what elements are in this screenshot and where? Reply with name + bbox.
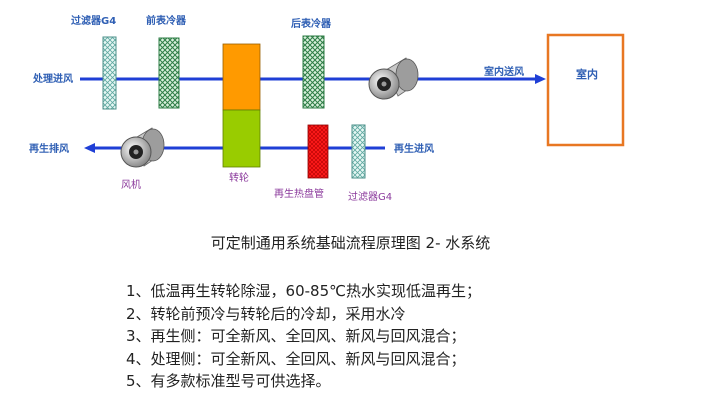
- process-fan-icon: [368, 57, 419, 100]
- regen-fan-icon: [120, 127, 165, 168]
- supply-arrowhead: [535, 74, 546, 84]
- indoor-room-box: [546, 33, 625, 147]
- filter-g4-bottom-label: 过滤器G4: [348, 190, 392, 203]
- wheel-process-section: [222, 43, 261, 111]
- note-item: 4、处理侧：可全新风、全回风、新风与回风混合；: [126, 349, 466, 368]
- supply-air-label: 室内送风: [484, 65, 524, 78]
- precooler-coil: [158, 37, 180, 109]
- fan-label: 风机: [121, 178, 141, 191]
- note-item: 2、转轮前预冷与转轮后的冷却，采用水冷: [126, 304, 406, 323]
- aftercooler-coil: [302, 35, 325, 109]
- note-item: 1、低温再生转轮除湿，60-85℃热水实现低温再生；: [126, 282, 481, 300]
- feature-notes: 1、低温再生转轮除湿，60-85℃热水实现低温再生； 2、转轮前预冷与转轮后的冷…: [126, 280, 481, 393]
- filter-g4-bottom: [351, 124, 366, 179]
- wheel-label: 转轮: [229, 171, 249, 184]
- exhaust-arrowhead: [84, 143, 95, 153]
- filter-g4-top: [102, 36, 117, 110]
- room-label: 室内: [576, 67, 598, 81]
- diagram-caption: 可定制通用系统基础流程原理图 2- 水系统: [210, 234, 491, 252]
- wheel-regen-section: [222, 109, 261, 168]
- process-inlet-label: 处理进风: [32, 72, 73, 85]
- note-item: 3、再生侧：可全新风、全回风、新风与回风混合；: [126, 327, 466, 345]
- filter-g4-top-label: 过滤器G4: [71, 14, 116, 27]
- regen-heater-coil: [307, 124, 329, 179]
- aftercooler-label: 后表冷器: [291, 17, 332, 30]
- note-item: 5、有多款标准型号可供选择。: [126, 372, 331, 390]
- precooler-label: 前表冷器: [146, 14, 187, 27]
- regen-inlet-label: 再生进风: [394, 142, 434, 155]
- process-diagram: 过滤器G4 前表冷器 后表冷器 处理进风 室内送风 室内 再生排风 再生进风 风…: [29, 14, 625, 203]
- regen-heater-label: 再生热盘管: [274, 187, 324, 200]
- regen-exhaust-label: 再生排风: [29, 142, 69, 155]
